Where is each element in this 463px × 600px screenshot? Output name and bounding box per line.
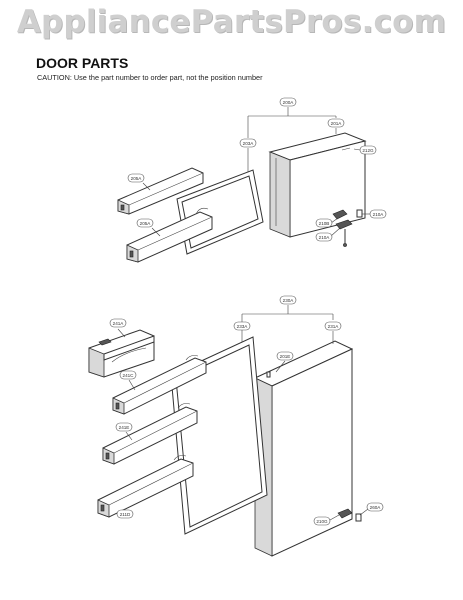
callout-201E-label: 201E [280,354,291,359]
callout-241C-label: 241C [123,373,135,378]
lower-door-bin-3 [97,455,194,518]
callout-241C: 241C [119,370,137,380]
bracket-230A [241,305,334,322]
callout-210A-bottom-label: 210A [319,235,331,240]
upper-hinge-hardware [332,209,363,247]
section-title: DOOR PARTS [36,55,129,71]
callout-210A-top: 210A [369,209,387,219]
callout-211D: 211D [116,509,134,519]
upper-leader-lines [142,128,370,237]
upper-door-bin-top [117,167,204,215]
callout-203A-label: 203A [243,141,255,146]
dairy-bin [88,329,155,378]
callout-231A-label: 231A [328,324,340,329]
callout-210G: 210G [313,516,331,526]
callout-210G-label: 210G [316,519,328,524]
callout-241A-label: 241A [113,321,125,326]
callout-201E: 201E [276,351,294,361]
callout-210B-label: 210B [319,221,330,226]
callout-241A: 241A [109,318,127,328]
lower-hinge-hardware [337,508,362,522]
watermark-logo: AppliancePartsPros.com [16,4,447,40]
callout-205A-top-label: 205A [131,176,143,181]
callout-212G: 212G [359,145,377,155]
lower-door-bin-1 [112,355,207,415]
callout-210A-top-label: 210A [373,212,385,217]
callout-200A: 200A [279,97,297,107]
callout-260A-label: 260A [370,505,382,510]
callout-230A: 230A [279,295,297,305]
callout-201A: 201A [327,118,345,128]
callout-260A: 260A [366,502,384,512]
callout-205A-top: 205A [127,173,145,183]
callout-233A: 233A [233,321,251,331]
upper-door-bin-bottom [126,207,213,263]
callout-200A-label: 200A [283,100,295,105]
callout-205A-bottom-label: 205A [140,221,152,226]
callout-241E-label: 241E [119,425,130,430]
callout-230A-label: 230A [283,298,295,303]
bracket-200A [247,107,337,138]
lower-door-bin-2 [102,403,198,465]
callout-233A-label: 233A [237,324,249,329]
callout-210A-bottom: 210A [315,232,333,242]
callout-212G-label: 212G [362,148,374,153]
callout-231A: 231A [324,321,342,331]
callout-203A: 203A [239,138,257,148]
callout-241E: 241E [115,422,133,432]
callout-210B: 210B [315,218,333,228]
callout-211D-label: 211D [120,512,131,517]
callout-205A-bottom: 205A [136,218,154,228]
lower-door-panel [253,340,354,557]
lower-door-gasket [170,336,268,535]
callout-201A-label: 201A [331,121,343,126]
lower-leader-lines [117,328,369,521]
caution-note: CAUTION: Use the part number to order pa… [37,73,263,82]
